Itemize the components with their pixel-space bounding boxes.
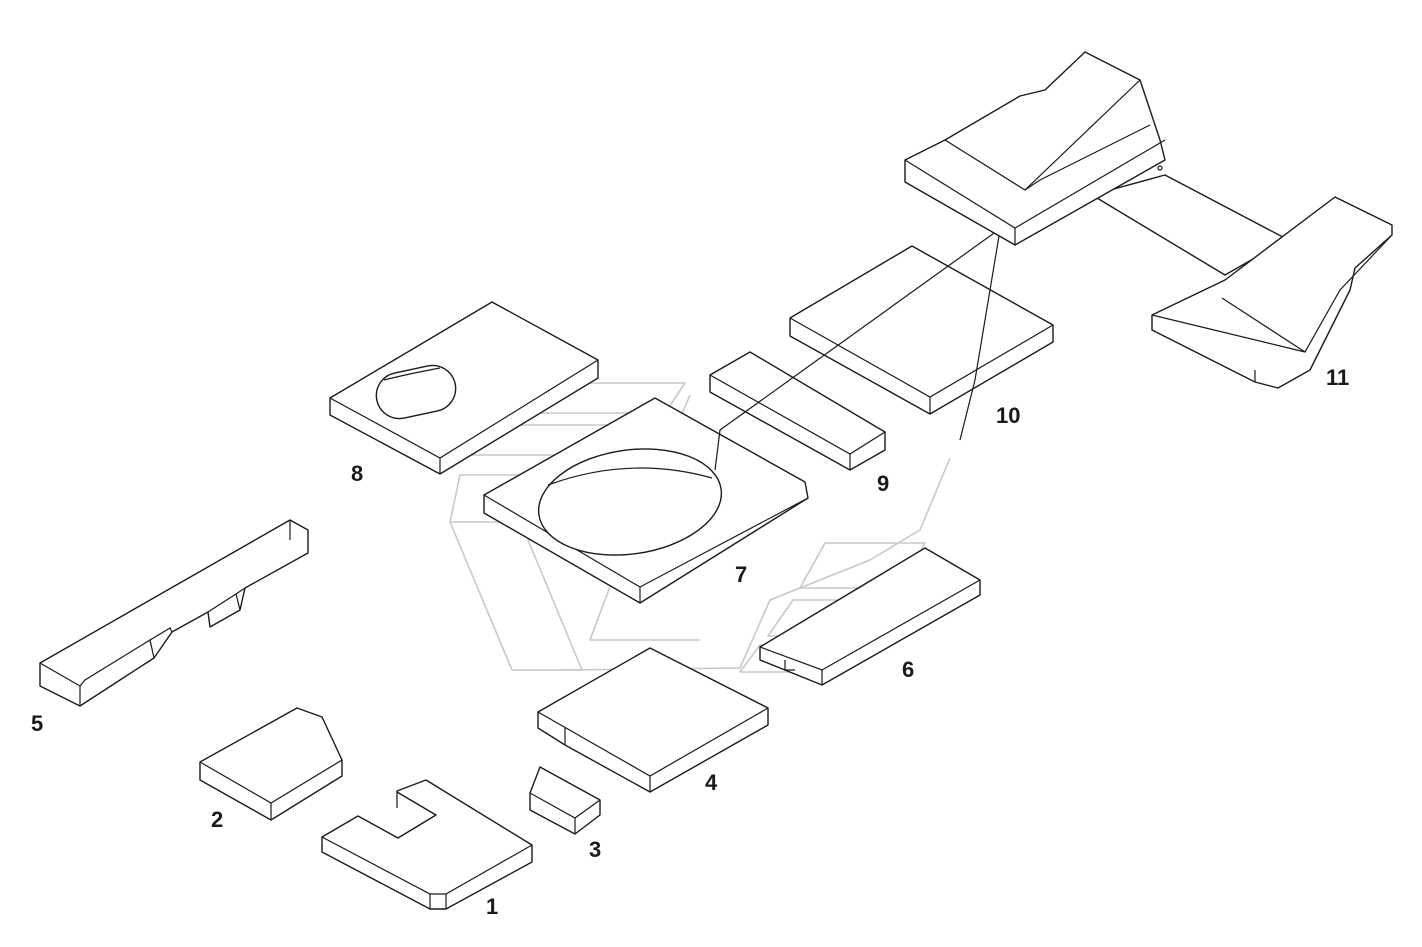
label-4: 4 [705, 770, 718, 795]
label-10: 10 [996, 403, 1020, 428]
label-6: 6 [902, 657, 914, 682]
part-9 [709, 351, 886, 471]
part-10 [789, 245, 1054, 415]
label-5: 5 [31, 711, 43, 736]
label-2: 2 [211, 807, 223, 832]
part-4 [537, 647, 769, 793]
part-1 [321, 779, 533, 910]
part-11 [904, 51, 1393, 389]
part-6 [759, 547, 981, 686]
part-7 [483, 397, 809, 604]
guide-lines [714, 217, 1016, 471]
label-3: 3 [589, 837, 601, 862]
label-7: 7 [735, 562, 747, 587]
part-5 [39, 519, 309, 707]
label-1: 1 [486, 894, 498, 919]
label-9: 9 [877, 471, 889, 496]
part-3 [529, 766, 601, 835]
label-11: 11 [1326, 365, 1349, 390]
label-8: 8 [351, 461, 363, 486]
part-2 [199, 707, 343, 821]
part-8 [329, 301, 599, 475]
